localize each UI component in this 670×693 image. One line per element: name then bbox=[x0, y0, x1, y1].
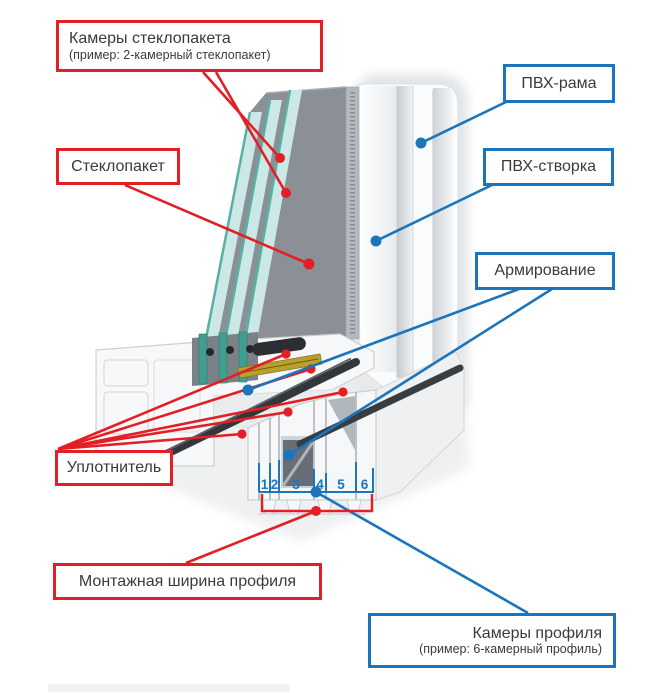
label-glazing-unit-title: Стеклопакет bbox=[71, 157, 165, 175]
label-glazing-chambers-title: Камеры стеклопакета bbox=[69, 30, 231, 48]
label-glazing-chambers-subtitle: (пример: 2-камерный стеклопакет) bbox=[69, 47, 271, 62]
red-leader-dots bbox=[237, 153, 348, 516]
chamber-number-1: 1 bbox=[261, 477, 269, 492]
label-seal: Уплотнитель bbox=[55, 450, 173, 486]
label-mounting-width: Монтажная ширина профиля bbox=[53, 563, 322, 600]
chamber-number-4: 4 bbox=[316, 477, 324, 492]
chamber-number-5: 5 bbox=[337, 477, 345, 492]
pvc-frame-and-sash-faces bbox=[357, 83, 459, 429]
label-profile-chambers-title: Камеры профиля bbox=[472, 624, 602, 642]
label-profile-chambers-subtitle: (пример: 6-камерный профиль) bbox=[419, 642, 602, 657]
chamber-number-6: 6 bbox=[361, 477, 369, 492]
label-reinforcement: Армирование bbox=[475, 252, 615, 290]
label-mounting-width-title: Монтажная ширина профиля bbox=[78, 572, 297, 590]
glazing-pocket bbox=[192, 331, 323, 386]
watermark-strip bbox=[48, 684, 290, 692]
label-pvc-frame-title: ПВХ-рама bbox=[521, 74, 597, 92]
glazing-spacer-strip bbox=[345, 86, 360, 340]
label-glazing-unit: Стеклопакет bbox=[56, 148, 180, 185]
label-reinforcement-title: Армирование bbox=[494, 262, 596, 280]
chamber-number-2: 2 bbox=[271, 477, 279, 492]
label-seal-title: Уплотнитель bbox=[66, 459, 162, 477]
label-profile-chambers: Камеры профиля (пример: 6-камерный профи… bbox=[368, 613, 616, 668]
chamber-number-3: 3 bbox=[292, 477, 300, 492]
label-glazing-chambers: Камеры стеклопакета (пример: 2-камерный … bbox=[56, 20, 323, 72]
label-pvc-frame: ПВХ-рама bbox=[503, 64, 615, 103]
label-pvc-sash-title: ПВХ-створка bbox=[500, 158, 597, 176]
mounting-width-bracket bbox=[260, 494, 374, 513]
label-pvc-sash: ПВХ-створка bbox=[483, 148, 614, 186]
chamber-scale: 1 2 3 4 5 6 bbox=[258, 460, 374, 493]
